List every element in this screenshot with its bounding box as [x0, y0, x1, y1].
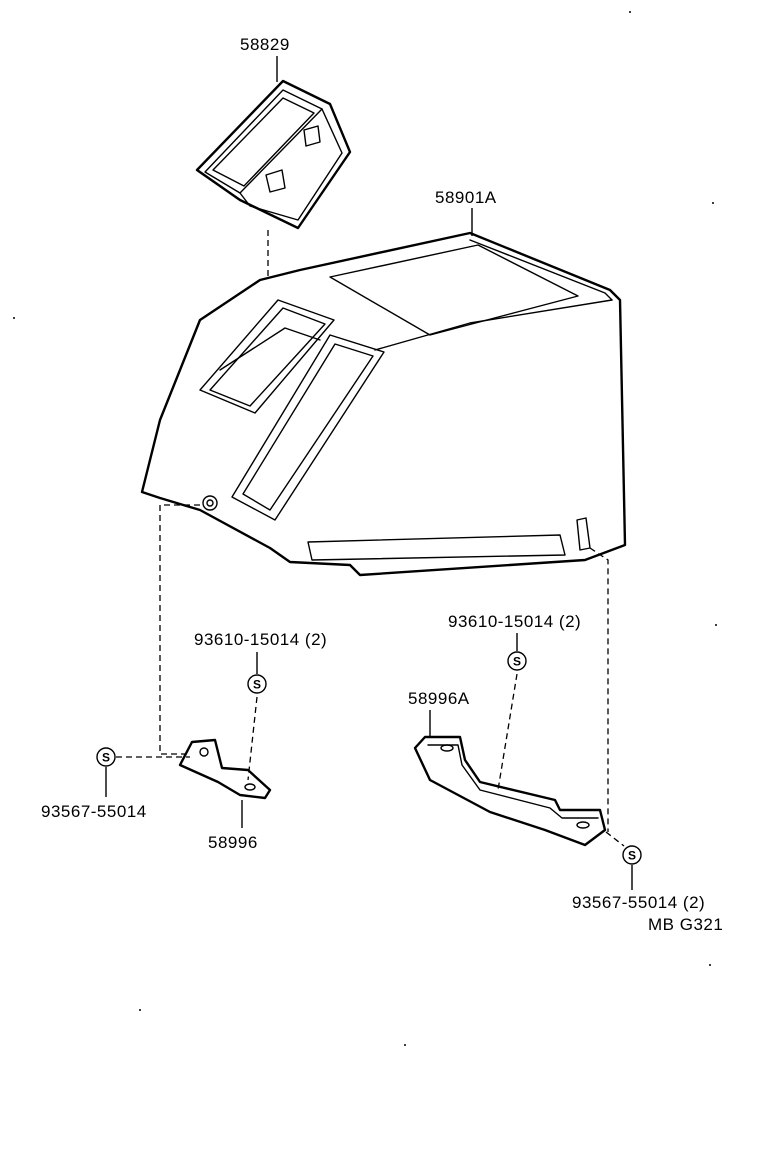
- screw-symbol-left-side: S: [96, 747, 116, 767]
- label-58996: 58996: [208, 833, 258, 852]
- bracket-58996A: [413, 735, 607, 847]
- label-58829: 58829: [240, 35, 290, 54]
- label-93567-right: 93567-55014 (2): [572, 893, 705, 912]
- diagram-code: MB G321: [648, 915, 723, 934]
- label-58901A: 58901A: [435, 188, 497, 207]
- console-box-58901A: [140, 231, 627, 577]
- svg-text:S: S: [513, 655, 521, 669]
- bracket-58996: [178, 738, 272, 800]
- label-93610-right: 93610-15014 (2): [448, 612, 581, 631]
- label-58996A: 58996A: [408, 689, 470, 708]
- speck-marks: [13, 11, 717, 1046]
- screw-symbol-left-top: S: [247, 674, 267, 694]
- svg-text:S: S: [102, 751, 110, 765]
- screw-symbol-right-bottom: S: [622, 845, 642, 865]
- shift-cover-58829: [195, 79, 352, 230]
- svg-text:S: S: [253, 678, 261, 692]
- label-93567-left: 93567-55014: [41, 802, 147, 821]
- screw-symbol-right-top: S: [507, 651, 527, 671]
- label-93610-left: 93610-15014 (2): [194, 630, 327, 649]
- svg-text:S: S: [628, 849, 636, 863]
